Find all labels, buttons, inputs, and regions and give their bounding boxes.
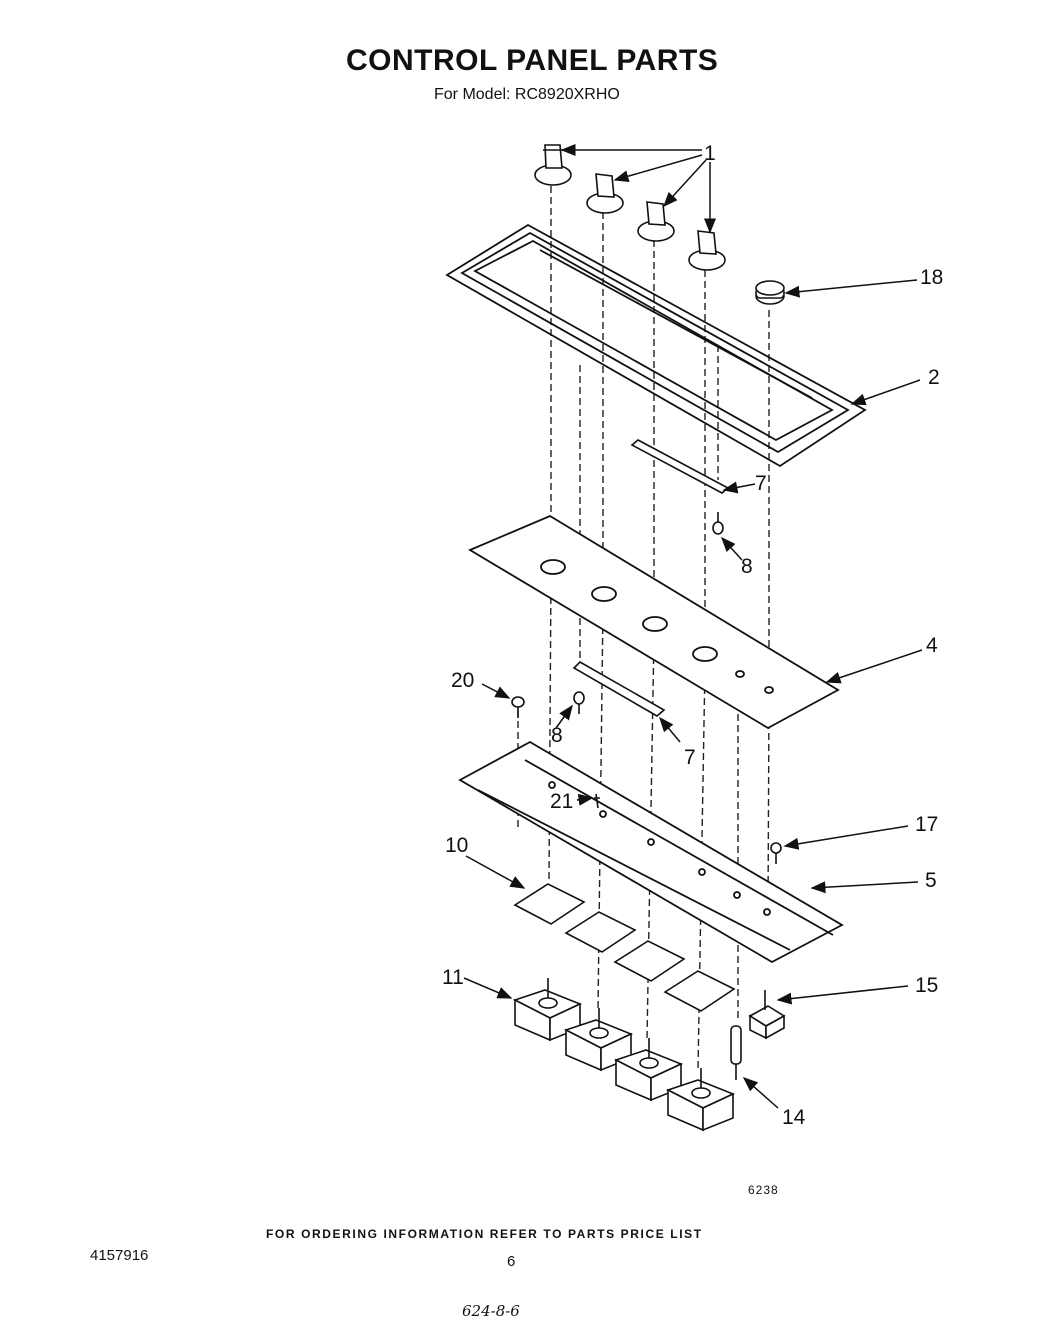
- callout-18: 18: [920, 266, 943, 289]
- mounting-plate-part-5: [458, 740, 844, 964]
- callout-7-lower: 7: [684, 746, 696, 769]
- callout-11: 11: [442, 966, 464, 989]
- bracket-part-7-lower: [572, 661, 666, 717]
- callout-8-lower: 8: [551, 724, 563, 747]
- switch-part-11: [665, 1068, 736, 1132]
- knob-part-1: [534, 144, 572, 186]
- knob-part-1: [586, 173, 624, 214]
- clip-part-21: [594, 793, 600, 809]
- lamp-part-14: [730, 1025, 742, 1080]
- switch-part-15: [748, 990, 786, 1040]
- insulator-part-10: [513, 883, 736, 1012]
- callout-20: 20: [451, 669, 474, 692]
- screw-part-17: [770, 842, 782, 864]
- callout-21: 21: [550, 790, 573, 813]
- callout-15: 15: [915, 974, 938, 997]
- callout-leaders: [463, 144, 923, 1109]
- screw-part-8-upper: [712, 512, 724, 535]
- screw-part-20: [511, 696, 525, 718]
- page-number: 6: [507, 1253, 516, 1270]
- callout-8-upper: 8: [741, 555, 753, 578]
- callout-10: 10: [445, 834, 468, 857]
- diagram-number: 6238: [748, 1183, 779, 1197]
- ordering-note: FOR ORDERING INFORMATION REFER TO PARTS …: [266, 1227, 703, 1241]
- callout-14: 14: [782, 1106, 806, 1129]
- knob-part-1: [637, 201, 675, 242]
- callout-2: 2: [928, 366, 940, 389]
- bracket-part-7-upper: [630, 439, 730, 494]
- page-title: CONTROL PANEL PARTS: [346, 44, 719, 77]
- callout-7-upper: 7: [755, 472, 767, 495]
- callout-4: 4: [926, 634, 938, 657]
- callout-1: 1: [704, 142, 716, 165]
- callout-17: 17: [915, 813, 938, 836]
- model-subtitle: For Model: RC8920XRHO: [434, 86, 620, 103]
- control-panel-frame-part-2: [445, 223, 867, 468]
- panel-part-4: [468, 514, 840, 730]
- handwritten-note: 624-8-6: [462, 1302, 520, 1320]
- screw-part-8-lower: [573, 691, 585, 714]
- callout-5: 5: [925, 869, 937, 892]
- small-knob-part-18: [755, 280, 785, 305]
- document-number: 4157916: [90, 1247, 149, 1264]
- knob-part-1: [688, 230, 726, 271]
